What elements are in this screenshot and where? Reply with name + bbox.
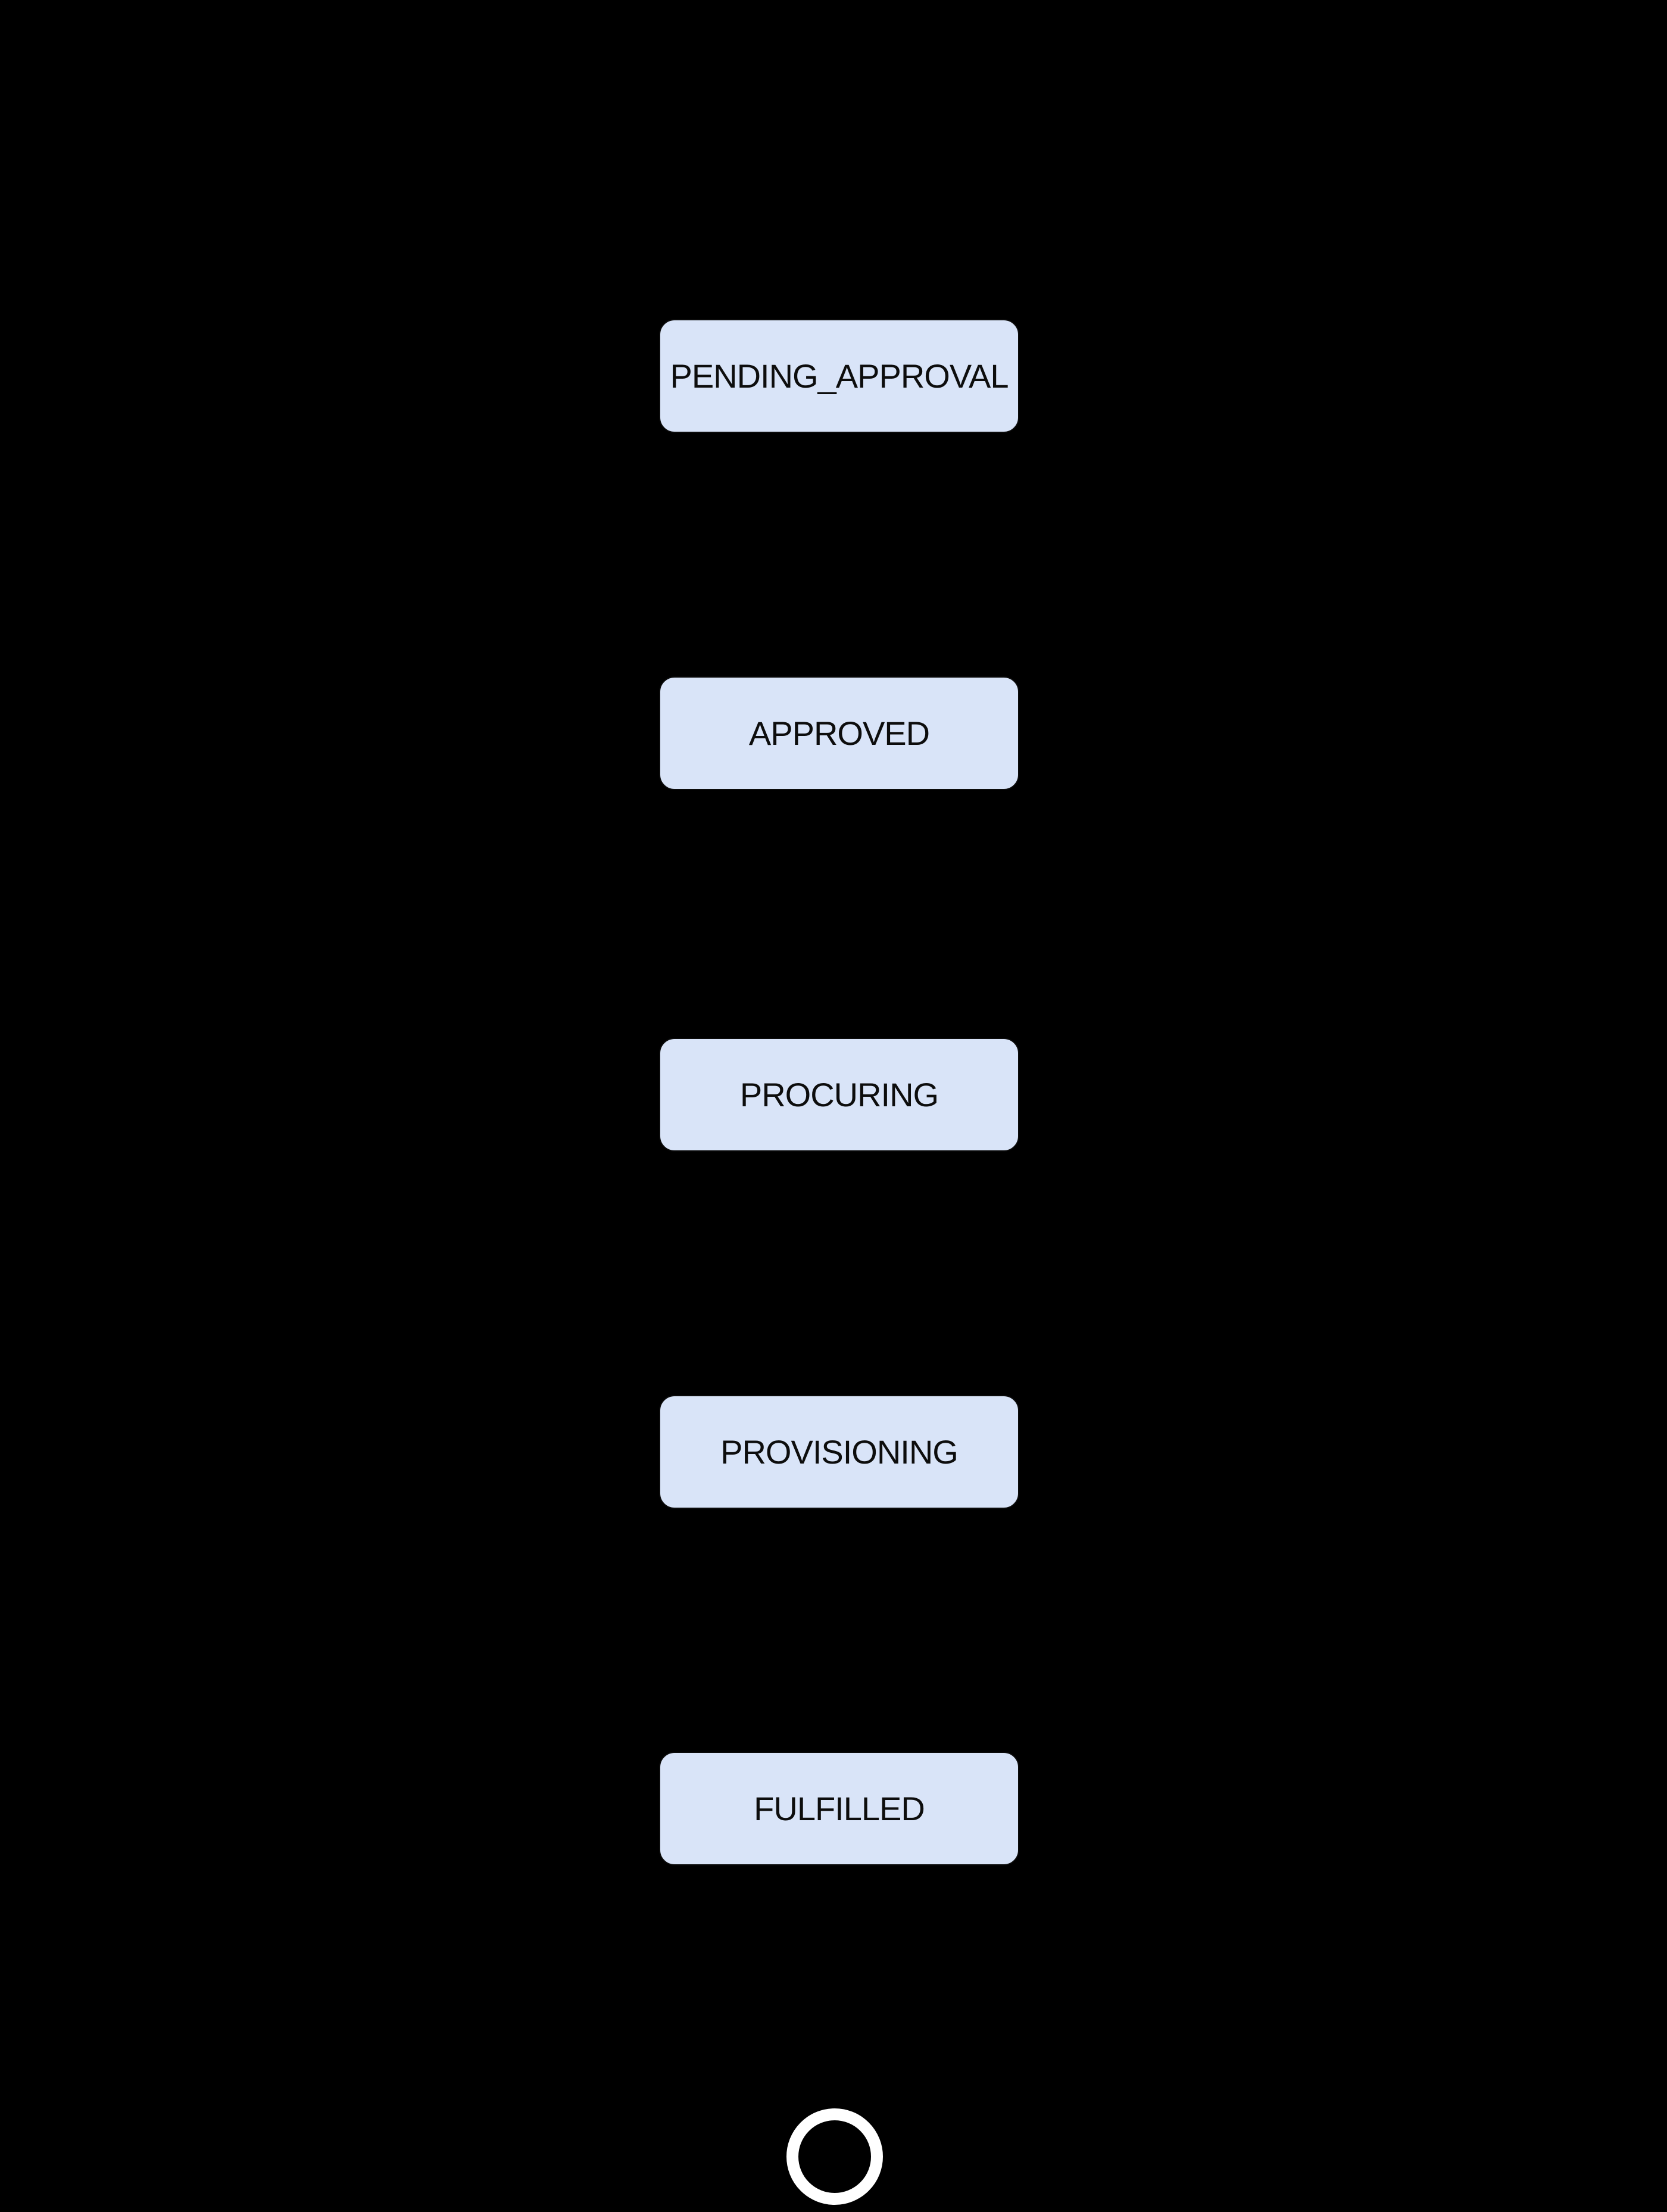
state-label-provisioning: PROVISIONING: [720, 1433, 959, 1471]
state-node-approved: APPROVED: [659, 676, 1019, 790]
state-label-procuring: PROCURING: [739, 1075, 939, 1113]
state-node-pending-approval: PENDING_APPROVAL: [659, 319, 1019, 433]
state-label-fulfilled: FULFILLED: [754, 1789, 925, 1827]
state-label-approved: APPROVED: [748, 714, 930, 752]
state-node-fulfilled: FULFILLED: [659, 1752, 1019, 1865]
state-label-pending-approval: PENDING_APPROVAL: [670, 357, 1009, 395]
final-state-circle-icon: [786, 2108, 883, 2205]
state-node-provisioning: PROVISIONING: [659, 1395, 1019, 1509]
state-node-procuring: PROCURING: [659, 1038, 1019, 1152]
